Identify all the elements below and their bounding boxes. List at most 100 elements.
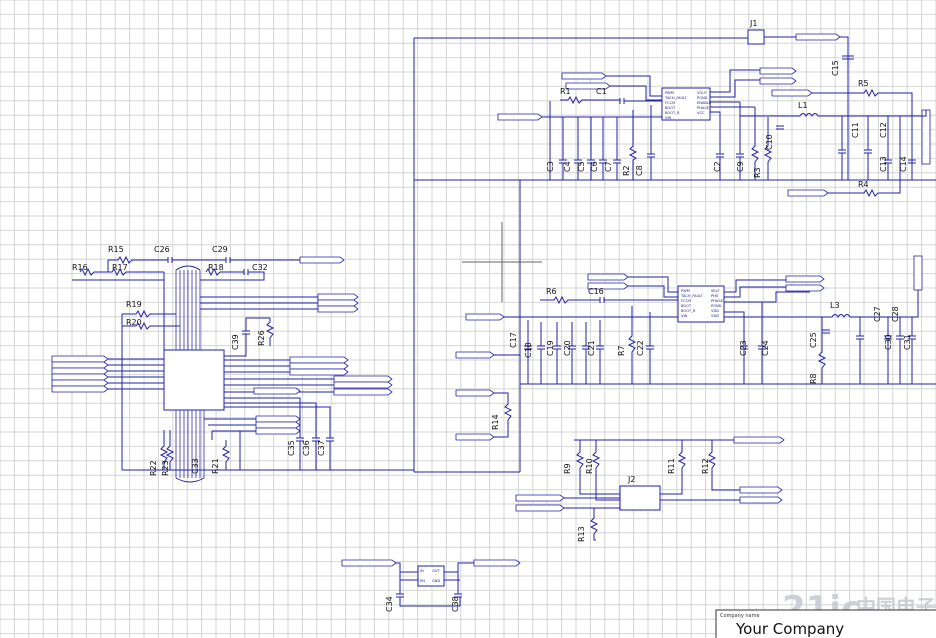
ref-c36: C36 xyxy=(302,440,311,456)
ref-r10: R10 xyxy=(585,458,594,474)
ref-c23: C23 xyxy=(739,340,748,356)
ref-r12: R12 xyxy=(701,458,710,474)
ref-c30: C30 xyxy=(884,334,893,350)
svg-text:BOOT: BOOT xyxy=(665,106,676,110)
ref-c4: C4 xyxy=(563,161,572,172)
ic-controller[interactable] xyxy=(163,349,225,411)
ref-l1: L1 xyxy=(798,101,808,110)
svg-text:FCCM: FCCM xyxy=(665,101,675,105)
ref-c1: C1 xyxy=(596,87,607,96)
svg-text:PGND: PGND xyxy=(711,304,722,308)
ref-c26: C26 xyxy=(154,245,170,254)
ref-r5: R5 xyxy=(858,79,869,88)
ref-c13: C13 xyxy=(879,156,888,172)
ref-c34: C34 xyxy=(385,596,394,612)
ref-r3: R3 xyxy=(753,167,762,178)
ref-c33: C33 xyxy=(191,458,200,474)
svg-text:BOOT_R: BOOT_R xyxy=(665,111,680,115)
svg-text:PGND: PGND xyxy=(697,96,708,100)
ref-c21: C21 xyxy=(587,340,596,356)
ref-c9: C9 xyxy=(736,161,745,172)
ref-c14: C14 xyxy=(899,156,908,172)
ref-c5: C5 xyxy=(577,161,586,172)
ic-u1[interactable] xyxy=(661,87,711,121)
ref-c39: C39 xyxy=(231,334,240,350)
ref-l3: L3 xyxy=(830,301,840,310)
ref-c24: C24 xyxy=(761,340,770,356)
ref-c2: C2 xyxy=(713,161,722,172)
svg-text:ENABLE: ENABLE xyxy=(697,101,712,105)
ref-r22: R22 xyxy=(149,460,158,476)
ic-u2[interactable] xyxy=(677,285,725,323)
svg-text:VDD: VDD xyxy=(711,314,719,318)
ref-r16: R16 xyxy=(72,263,88,272)
ref-r15: R15 xyxy=(108,245,124,254)
ic-ldo[interactable] xyxy=(417,565,445,587)
title-block: Company name Your Company xyxy=(715,609,936,638)
svg-text:PWM: PWM xyxy=(681,289,690,293)
ref-c27: C27 xyxy=(873,306,882,322)
svg-text:VIN: VIN xyxy=(665,116,672,120)
svg-text:VIN: VIN xyxy=(681,314,688,318)
ref-r13: R13 xyxy=(577,526,586,542)
ref-c20: C20 xyxy=(563,340,572,356)
ref-c37: C37 xyxy=(317,440,326,456)
ref-r26: R26 xyxy=(257,330,266,346)
svg-text:PHASE: PHASE xyxy=(697,106,710,110)
ref-r23: R23 xyxy=(161,460,170,476)
ref-c6: C6 xyxy=(590,161,599,172)
company-name: Your Company xyxy=(735,620,844,638)
ref-r20: R20 xyxy=(126,318,142,327)
svg-text:EN: EN xyxy=(420,579,425,583)
ref-c29: C29 xyxy=(212,245,228,254)
svg-text:OUT: OUT xyxy=(432,569,440,573)
svg-text:PWM: PWM xyxy=(665,91,674,95)
ref-c10: C10 xyxy=(765,134,774,150)
ref-r4: R4 xyxy=(858,180,869,189)
ref-j2: J2 xyxy=(627,475,635,484)
ref-c3: C3 xyxy=(546,161,555,172)
connector-j1[interactable] xyxy=(747,29,765,45)
ref-r17: R17 xyxy=(112,263,128,272)
cursor-crosshair xyxy=(462,222,542,302)
ref-r7: R7 xyxy=(617,345,626,356)
svg-text:SELF: SELF xyxy=(711,289,720,293)
ref-j1: J1 xyxy=(749,19,757,28)
ref-r14: R14 xyxy=(491,414,500,430)
svg-text:BOOT_R: BOOT_R xyxy=(681,309,696,313)
ref-c15: C15 xyxy=(831,60,840,76)
ref-r9: R9 xyxy=(563,463,572,474)
ref-c18: C18 xyxy=(524,342,533,358)
svg-text:TACH_FAULT: TACH_FAULT xyxy=(664,96,688,100)
svg-text:PHS: PHS xyxy=(711,294,719,298)
ref-r18: R18 xyxy=(208,263,224,272)
svg-text:PHASE: PHASE xyxy=(711,299,724,303)
ref-r1: R1 xyxy=(560,87,571,96)
svg-text:TACH_FAULT: TACH_FAULT xyxy=(680,294,704,298)
ref-r8: R8 xyxy=(809,373,818,384)
ref-r21: R21 xyxy=(211,458,220,474)
ref-c32: C32 xyxy=(252,263,268,272)
ref-c22: C22 xyxy=(636,340,645,356)
ref-c38: C38 xyxy=(451,596,460,612)
svg-text:VCC: VCC xyxy=(697,111,705,115)
ref-c12: C12 xyxy=(879,122,888,138)
ref-r6: R6 xyxy=(546,287,557,296)
svg-text:BOOT: BOOT xyxy=(681,304,692,308)
ref-r2: R2 xyxy=(622,165,631,176)
ref-c17: C17 xyxy=(509,332,518,348)
svg-text:VOUT: VOUT xyxy=(697,91,708,95)
ref-c8: C8 xyxy=(635,165,644,176)
connector-j2[interactable] xyxy=(619,485,661,511)
ref-c25: C25 xyxy=(809,332,818,348)
ref-c16: C16 xyxy=(588,287,604,296)
controller-block: R15 C26 C29 R16 R17 R18 C32 R19 R20 C39 … xyxy=(51,245,414,483)
svg-text:VDD: VDD xyxy=(711,309,719,313)
ref-c35: C35 xyxy=(287,440,296,456)
ref-r11: R11 xyxy=(667,458,676,474)
